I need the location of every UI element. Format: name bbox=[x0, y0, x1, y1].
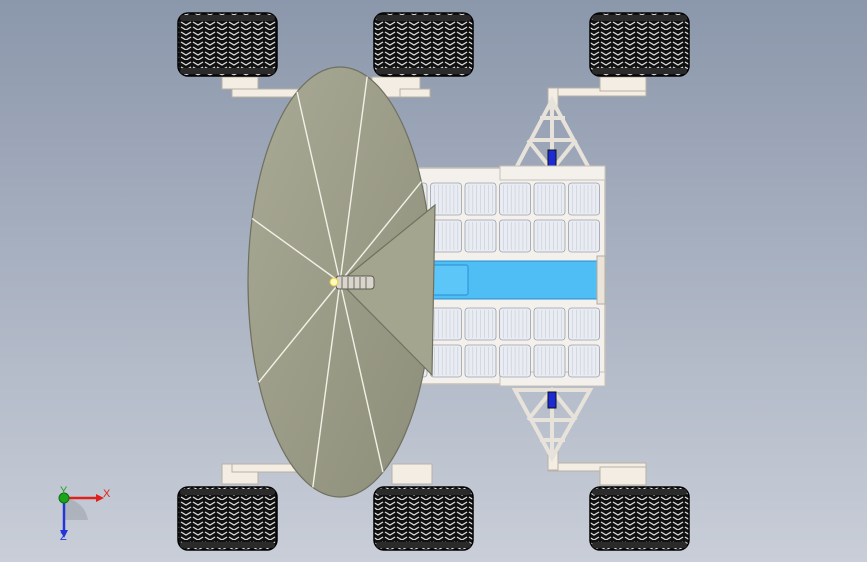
dish-seam bbox=[312, 281, 341, 488]
orientation-triad: X Y Z bbox=[58, 485, 111, 543]
wheel-group bbox=[177, 12, 690, 551]
solar-cell bbox=[464, 344, 497, 378]
dish-seam bbox=[251, 217, 341, 283]
solar-cell bbox=[430, 182, 462, 216]
solar-cell bbox=[430, 307, 462, 341]
solar-cell bbox=[568, 182, 600, 216]
solar-cell bbox=[533, 182, 566, 216]
solar-cell bbox=[533, 219, 566, 253]
wheel bbox=[373, 12, 474, 77]
wheel bbox=[589, 12, 690, 77]
solar-cell bbox=[533, 344, 566, 378]
y-axis-label: Y bbox=[60, 485, 68, 497]
wheel bbox=[589, 486, 690, 551]
dish-seam bbox=[339, 281, 384, 473]
x-axis-label: X bbox=[103, 488, 111, 500]
solar-cell bbox=[533, 307, 566, 341]
solar-cell bbox=[499, 219, 531, 253]
solar-cell bbox=[568, 307, 600, 341]
solar-cell bbox=[568, 344, 600, 378]
rover-model bbox=[177, 12, 690, 551]
dish-open-segment bbox=[339, 203, 436, 377]
solar-cell bbox=[430, 344, 462, 378]
solar-cell bbox=[499, 182, 531, 216]
dish-petal-lines bbox=[251, 76, 429, 488]
dish-seam bbox=[339, 76, 368, 283]
dish-focus-point bbox=[329, 277, 339, 287]
solar-cell bbox=[568, 219, 600, 253]
wheel bbox=[177, 486, 278, 551]
solar-cell bbox=[464, 307, 497, 341]
solar-cell bbox=[499, 344, 531, 378]
wheel bbox=[373, 486, 474, 551]
solar-cell bbox=[499, 307, 531, 341]
wheel bbox=[177, 12, 278, 77]
dish-seam bbox=[339, 181, 422, 283]
y-axis-origin bbox=[58, 492, 70, 504]
lower-truss bbox=[511, 386, 594, 463]
dish-seam bbox=[258, 281, 341, 383]
antenna-dish[interactable] bbox=[247, 66, 436, 498]
z-axis-label: Z bbox=[60, 531, 67, 543]
dish-seam bbox=[296, 91, 341, 283]
solar-cell bbox=[464, 219, 497, 253]
solar-cell bbox=[464, 182, 497, 216]
